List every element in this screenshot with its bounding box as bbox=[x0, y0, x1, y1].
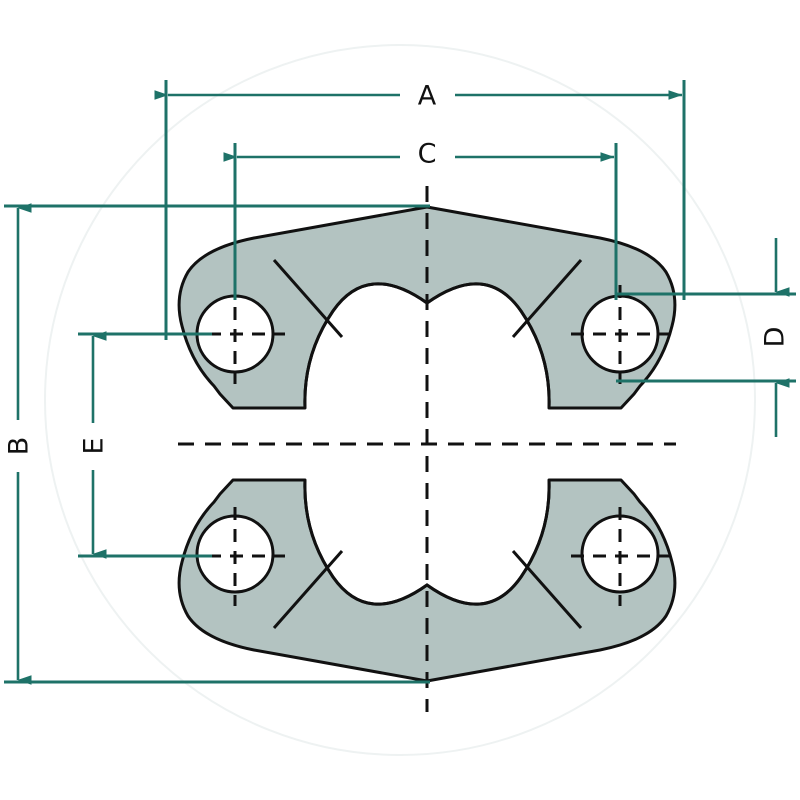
dimension-label-b: B bbox=[4, 437, 35, 456]
bolt-hole-centerlines bbox=[186, 285, 670, 606]
centerlines bbox=[178, 186, 676, 712]
dimension-label-a: A bbox=[418, 81, 437, 112]
dimension-a bbox=[154, 80, 686, 340]
dimension-label-d: D bbox=[760, 327, 791, 348]
rib-line-lower-left bbox=[272, 550, 344, 629]
background-ghost-circle bbox=[44, 44, 756, 756]
dimension-b bbox=[4, 203, 430, 685]
rib-line-lower-right bbox=[511, 550, 583, 629]
dimension-e bbox=[78, 331, 212, 559]
rib-line-upper-right bbox=[511, 259, 583, 338]
dimension-d bbox=[616, 238, 796, 437]
dimension-label-c: C bbox=[418, 139, 437, 170]
dimension-label-e: E bbox=[79, 437, 110, 454]
dimension-c bbox=[223, 143, 618, 300]
rib-line-upper-left bbox=[272, 259, 344, 338]
bore-arc-lower bbox=[303, 479, 551, 606]
